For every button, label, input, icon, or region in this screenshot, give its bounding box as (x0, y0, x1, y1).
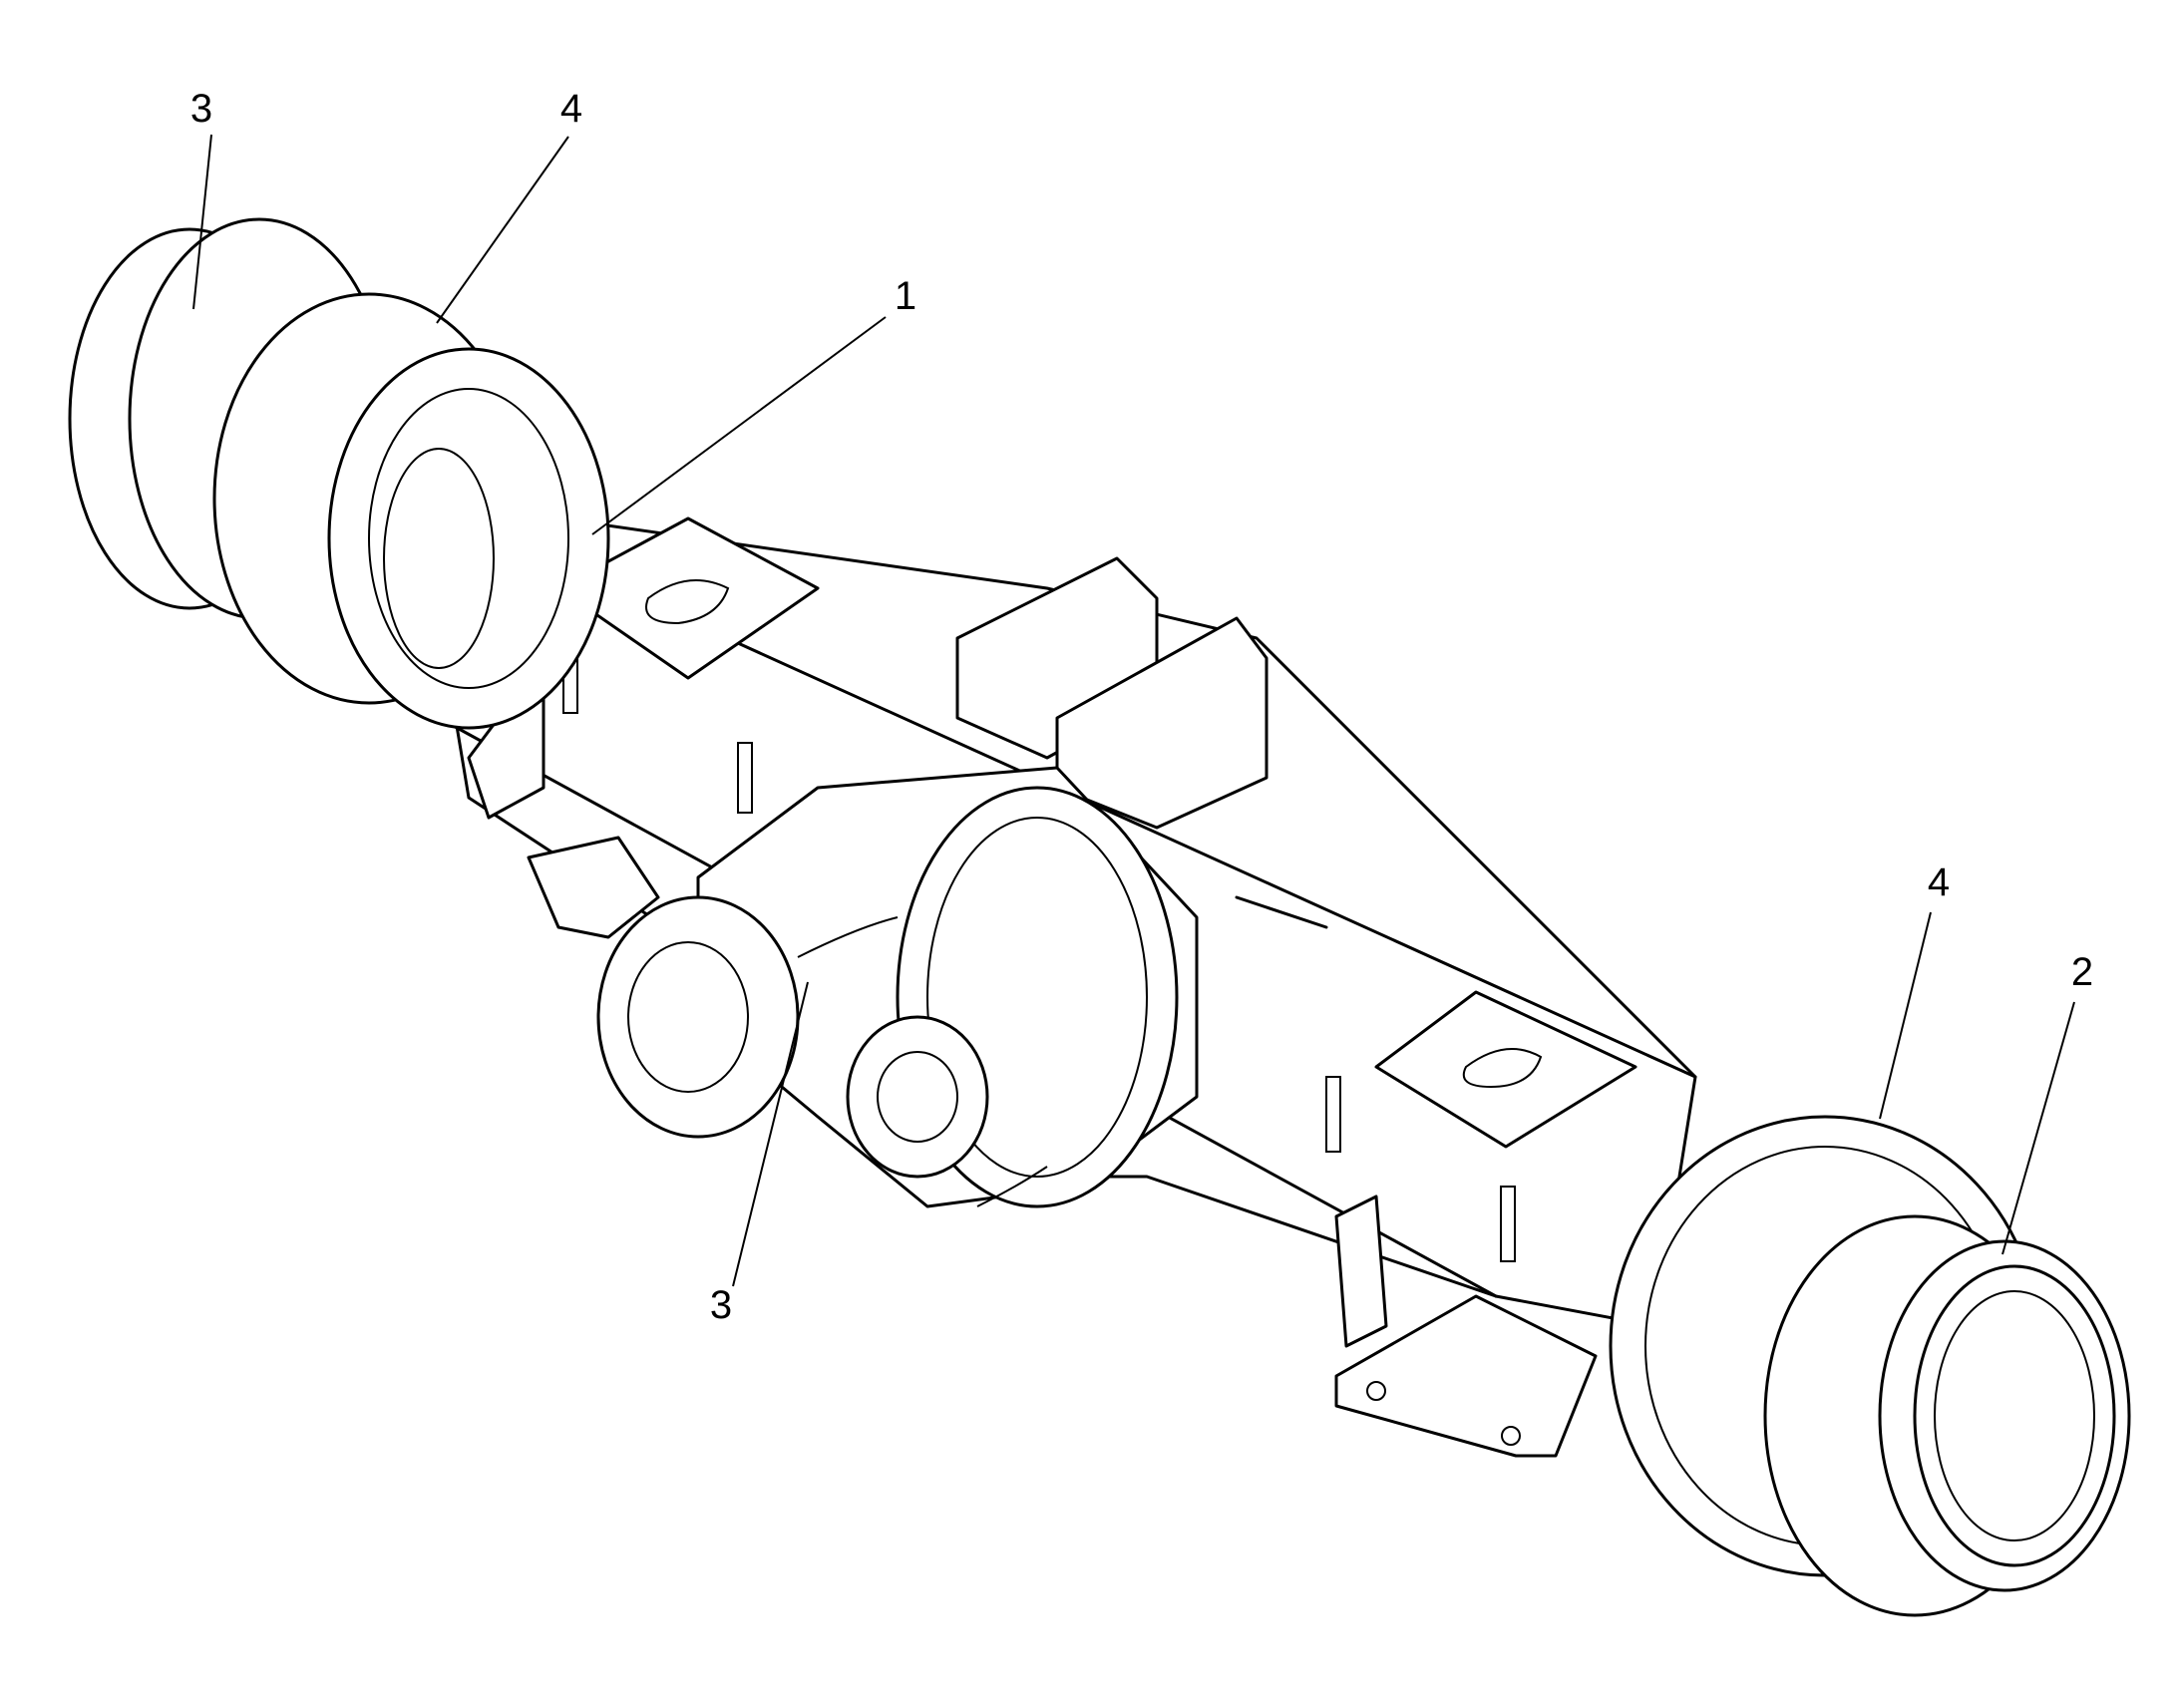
callout-left-brake: 4 (436, 87, 582, 324)
callout-label: 1 (895, 274, 916, 318)
callout-right-hub: 2 (2001, 950, 2093, 1255)
differential-housing (596, 766, 1199, 1208)
callout-left-hub: 3 (190, 87, 212, 310)
left-hub-assembly (68, 217, 610, 730)
callout-label: 4 (1928, 860, 1950, 904)
callout-differential: 3 (710, 981, 809, 1327)
mounting-pad-left (556, 516, 820, 680)
mounting-pad-right (1374, 990, 1637, 1149)
spring-bracket-top (955, 556, 1269, 830)
callout-right-brake: 4 (1879, 860, 1950, 1120)
callout-axle-housing: 1 (591, 274, 916, 535)
callout-label: 2 (2071, 950, 2093, 994)
right-hub-assembly (1609, 1115, 2131, 1617)
spring-bracket-right (1334, 1195, 1598, 1458)
callout-label: 4 (560, 87, 582, 131)
callout-label: 3 (710, 1283, 732, 1327)
callout-label: 3 (190, 87, 212, 131)
